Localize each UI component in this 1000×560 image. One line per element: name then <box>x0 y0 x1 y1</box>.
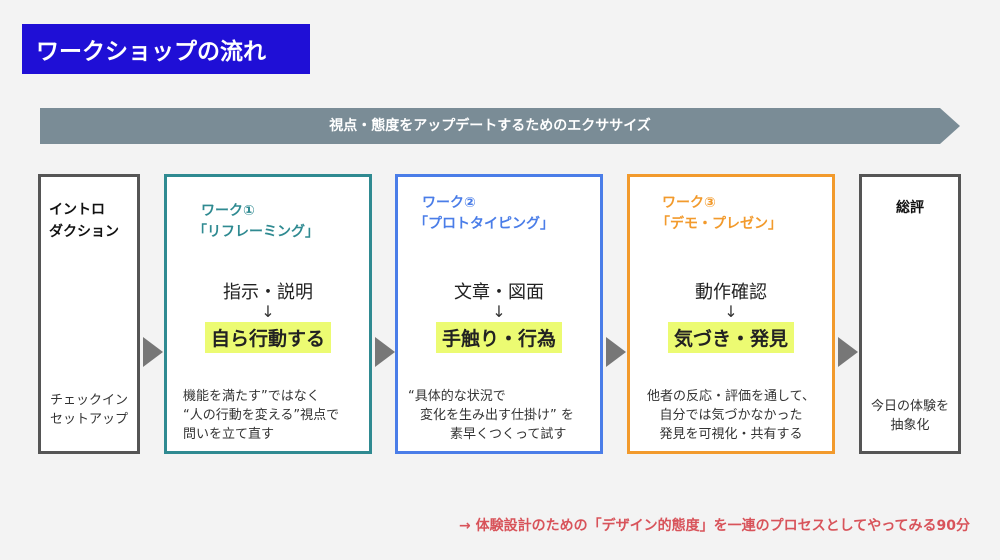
page-title: ワークショップの流れ <box>22 24 310 74</box>
intro-description: チェックイン セットアップ <box>41 391 137 429</box>
intro-desc-line1: チェックイン <box>49 393 128 408</box>
banner-text: 視点・態度をアップデートするためのエクササイズ <box>329 118 651 134</box>
work1-description: 機能を満たす”ではなく “人の行動を変える”視点で 問いを立て直す <box>167 387 369 444</box>
work2-desc-line1: “具体的な状況で <box>408 389 506 404</box>
work1-box: ワーク① 「リフレーミング」 指示・説明 ↓ 自ら行動する 機能を満たす”ではな… <box>164 174 372 454</box>
summary-description: 今日の体験を 抽象化 <box>862 397 958 435</box>
work1-to: 自ら行動する <box>204 322 332 353</box>
flow-arrow-3 <box>606 337 626 367</box>
flow-arrow-4 <box>838 337 858 367</box>
work1-desc-line3: 問いを立て直す <box>183 427 275 442</box>
work3-title: ワーク③ 「デモ・プレゼン」 <box>630 193 832 235</box>
work2-to: 手触り・行為 <box>435 322 563 353</box>
banner-arrow: 視点・態度をアップデートするためのエクササイズ <box>40 108 960 144</box>
work3-desc-line3: 発見を可視化・共有する <box>659 427 803 442</box>
work3-label: ワーク③ <box>662 195 716 211</box>
work3-name: 「デモ・プレゼン」 <box>656 216 782 232</box>
work2-from: 文章・図面 <box>454 282 544 303</box>
intro-heading-line1: イントロ <box>49 202 105 218</box>
work3-arrow: ↓ <box>724 302 738 321</box>
work3-from: 動作確認 <box>695 282 767 303</box>
flow-arrow-1 <box>143 337 163 367</box>
work2-box: ワーク② 「プロトタイピング」 文章・図面 ↓ 手触り・行為 “具体的な状況で … <box>395 174 603 454</box>
work1-from: 指示・説明 <box>223 282 313 303</box>
work2-desc-line3: 素早くつくって試す <box>450 427 567 442</box>
work3-box: ワーク③ 「デモ・プレゼン」 動作確認 ↓ 気づき・発見 他者の反応・評価を通し… <box>627 174 835 454</box>
work3-desc-line2: 自分では気づかなかった <box>659 408 803 423</box>
summary-desc-line2: 抽象化 <box>890 418 930 433</box>
work2-name: 「プロトタイピング」 <box>414 216 554 232</box>
work1-title: ワーク① 「リフレーミング」 <box>167 201 369 243</box>
summary-box: 総評 今日の体験を 抽象化 <box>859 174 961 454</box>
flow-arrow-2 <box>375 337 395 367</box>
work1-arrow: ↓ <box>261 302 275 321</box>
summary-heading: 総評 <box>896 200 924 216</box>
intro-heading: イントロ ダクション <box>49 199 119 243</box>
work3-to: 気づき・発見 <box>667 322 795 353</box>
work1-name: 「リフレーミング」 <box>193 224 319 240</box>
work2-description: “具体的な状況で 変化を生み出す仕掛け” を 素早くつくって試す <box>398 387 600 444</box>
work1-label: ワーク① <box>201 203 255 219</box>
footer-note: → 体験設計のための「デザイン的態度」を一連のプロセスとしてやってみる90分 <box>459 518 970 534</box>
summary-desc-line1: 今日の体験を <box>870 399 949 414</box>
work1-desc-line2: “人の行動を変える”視点で <box>183 408 340 423</box>
work2-label: ワーク② <box>422 195 476 211</box>
work2-desc-line2: 変化を生み出す仕掛け” を <box>420 408 574 423</box>
work3-description: 他者の反応・評価を通して、 自分では気づかなかった 発見を可視化・共有する <box>630 387 832 444</box>
intro-box: イントロ ダクション チェックイン セットアップ <box>38 174 140 454</box>
work3-desc-line1: 他者の反応・評価を通して、 <box>647 389 815 404</box>
work2-arrow: ↓ <box>492 302 506 321</box>
work1-desc-line1: 機能を満たす”ではなく <box>183 389 320 404</box>
work2-title: ワーク② 「プロトタイピング」 <box>398 193 600 235</box>
intro-desc-line2: セットアップ <box>49 412 128 427</box>
banner-arrow-shape <box>40 108 960 144</box>
intro-heading-line2: ダクション <box>49 224 119 240</box>
